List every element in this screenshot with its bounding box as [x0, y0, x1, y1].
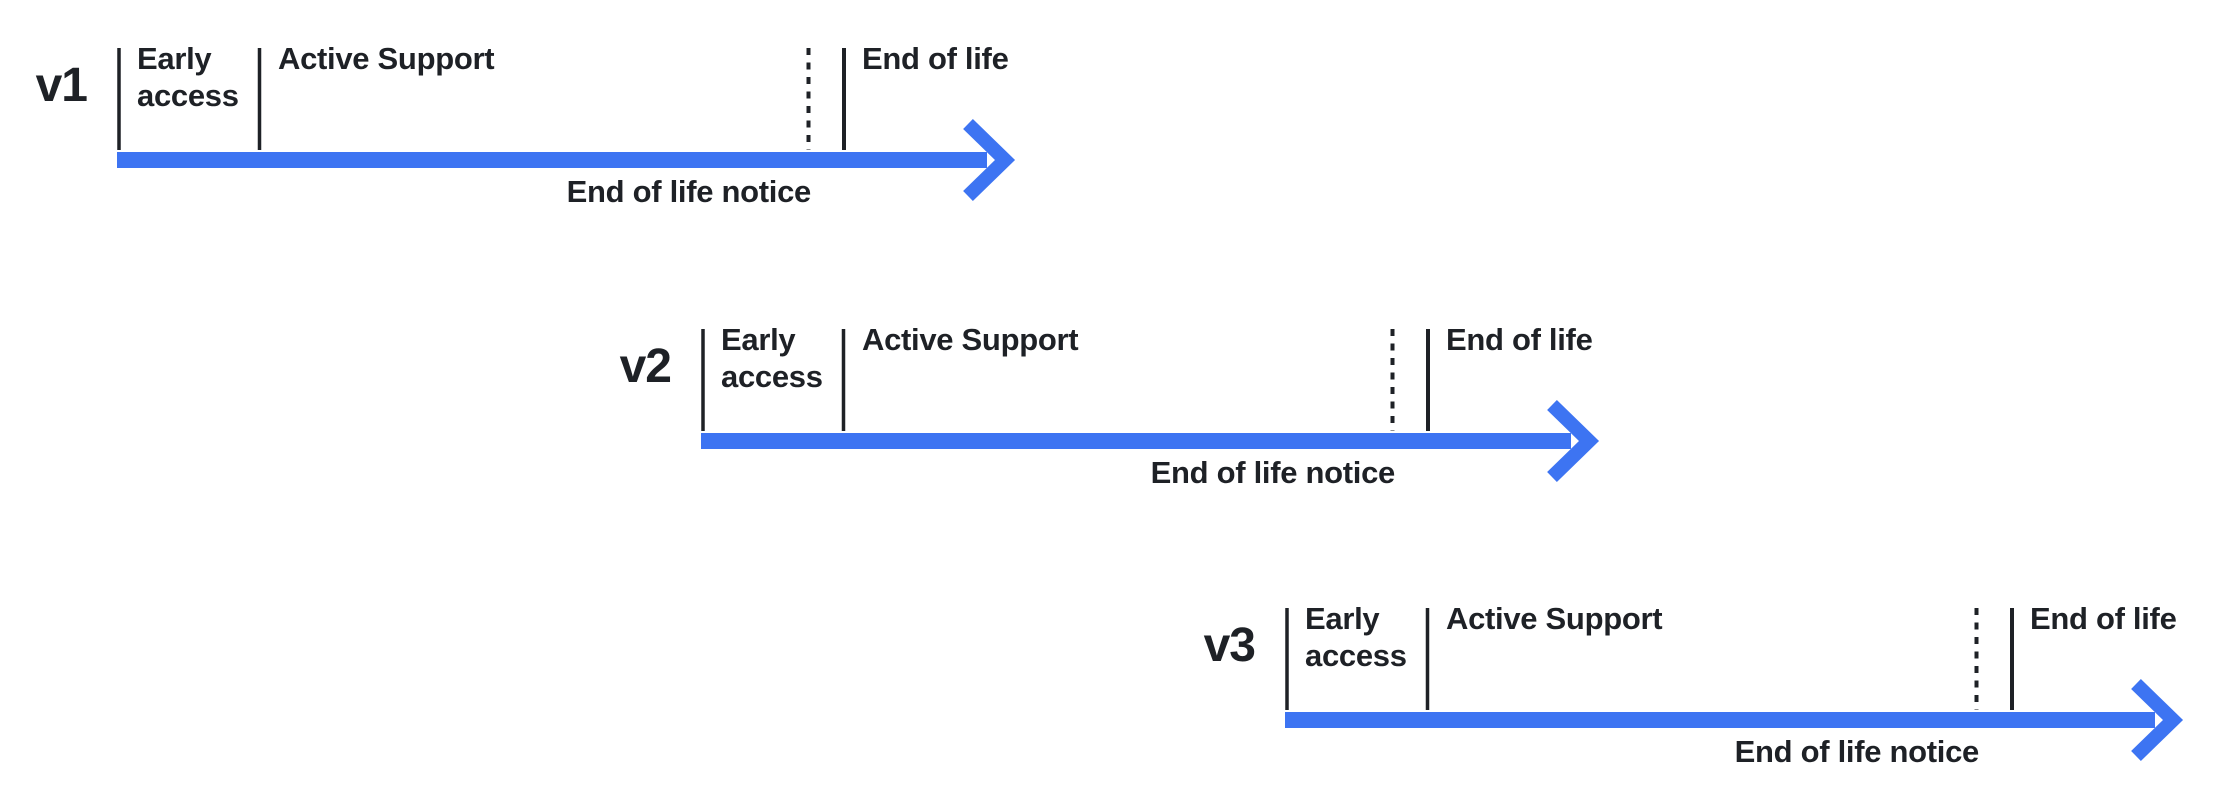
version-label-v2: v2 — [619, 340, 672, 393]
timeline-axis-v1 — [117, 48, 1016, 202]
timeline-axis-v2 — [701, 329, 1600, 483]
active-support-label: Active Support — [278, 41, 495, 76]
timeline-arrow-bar — [117, 152, 987, 168]
end-of-life-label: End of life — [2030, 601, 2177, 636]
active-support-label: Active Support — [1446, 601, 1663, 636]
active-support-label: Active Support — [862, 322, 1079, 357]
timeline-axis-v3 — [1285, 608, 2184, 762]
early-access-label: Early access — [721, 322, 823, 394]
end-of-life-notice-label: End of life notice — [566, 174, 812, 209]
arrowhead-icon — [1547, 399, 1600, 483]
end-of-life-label: End of life — [862, 41, 1009, 76]
version-label-v3: v3 — [1203, 619, 1256, 672]
arrowhead-icon — [2131, 678, 2184, 762]
end-of-life-notice-label: End of life notice — [1150, 455, 1396, 490]
arrowhead-icon — [963, 118, 1016, 202]
timeline-v2: v2 Early access Active Support End of li… — [620, 322, 1641, 509]
end-of-life-notice-label: End of life notice — [1734, 734, 1980, 769]
version-label-v1: v1 — [35, 59, 88, 112]
timeline-v3: v3 Early access Active Support End of li… — [1204, 601, 2225, 788]
early-access-label: Early access — [1305, 601, 1407, 673]
end-of-life-label: End of life — [1446, 322, 1593, 357]
early-access-label: Early access — [137, 41, 239, 113]
timeline-arrow-bar — [1285, 712, 2155, 728]
timeline-arrow-bar — [701, 433, 1571, 449]
timeline-v1: v1 Early access Active Support End of li… — [36, 41, 1057, 228]
